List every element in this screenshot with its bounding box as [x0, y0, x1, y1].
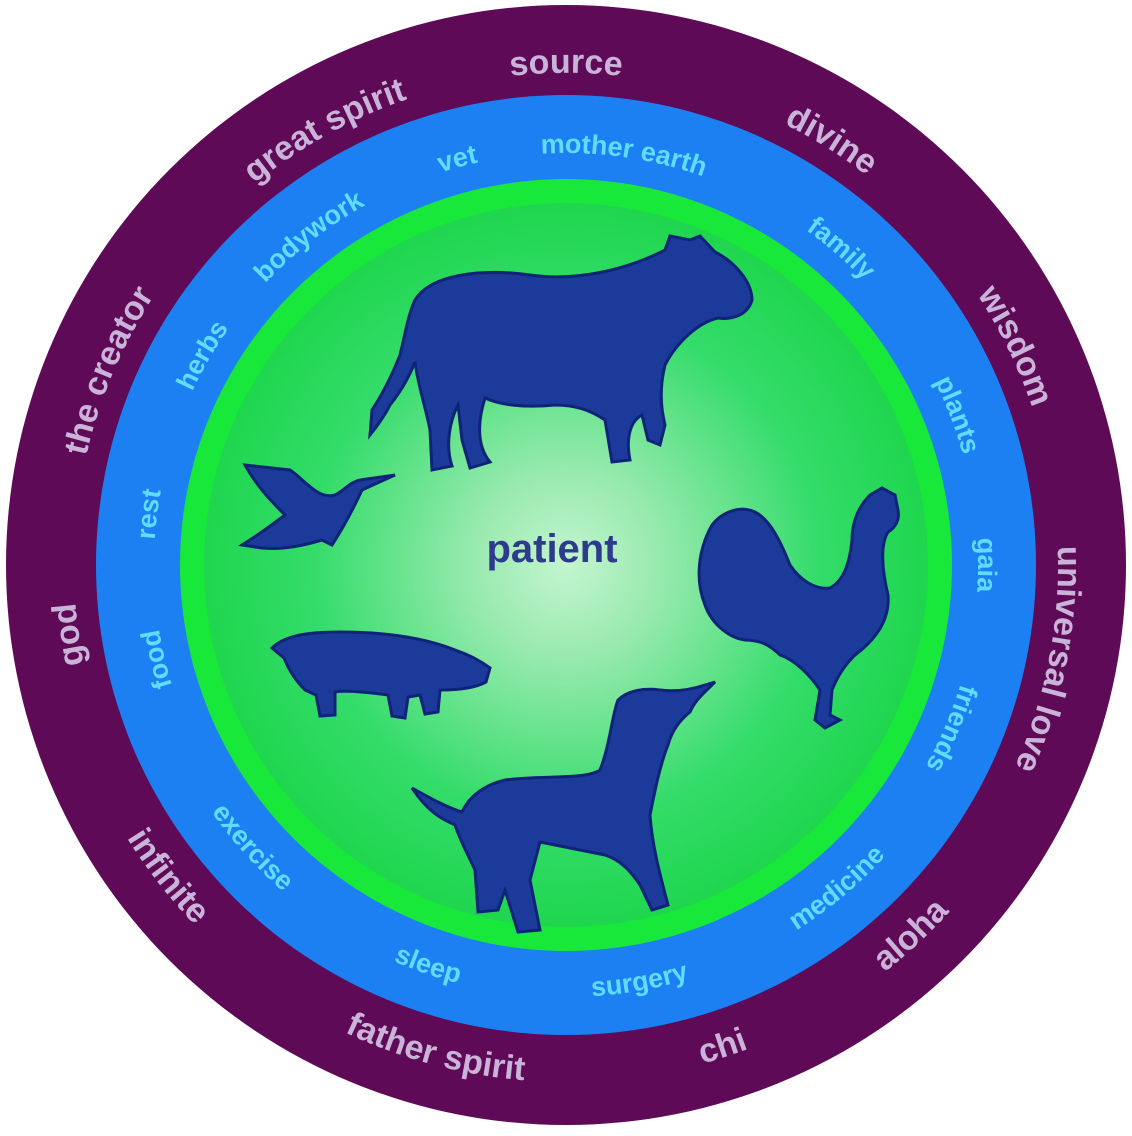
outer-word-source: source	[508, 43, 625, 84]
center-label: patient	[486, 527, 617, 571]
middle-word-label: gaia	[971, 537, 1002, 594]
middle-word-gaia: gaia	[971, 537, 1002, 594]
outer-word-label: source	[508, 43, 625, 84]
